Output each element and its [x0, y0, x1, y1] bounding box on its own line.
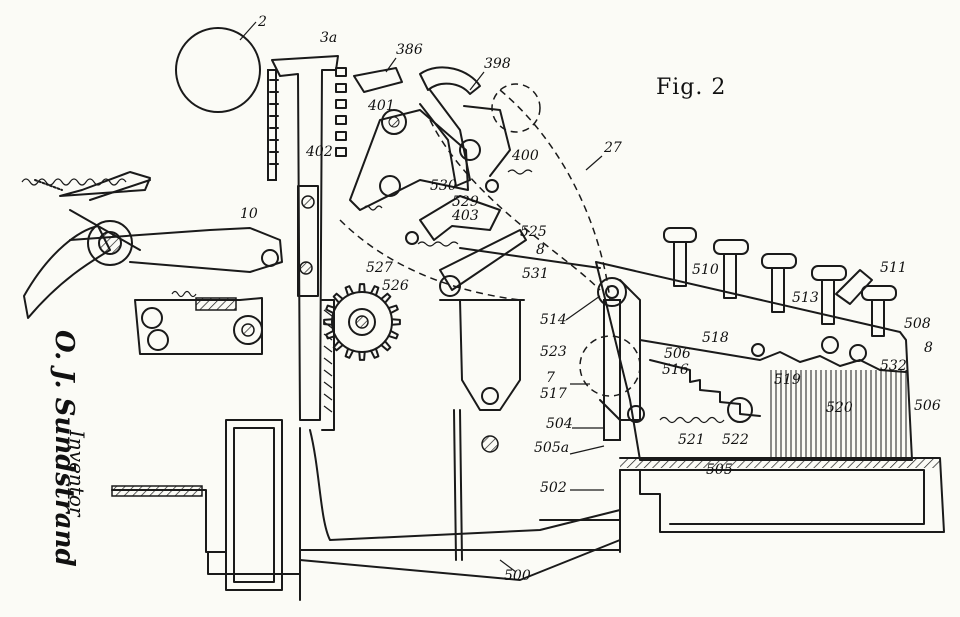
callout-8-right: 8 — [924, 340, 933, 356]
callout-529: 529 — [452, 194, 479, 210]
keytops — [663, 227, 897, 337]
callout-511: 511 — [880, 260, 907, 276]
gear-tooth — [380, 292, 392, 304]
callout-532: 532 — [880, 358, 907, 374]
inventor-block: Inventor — [65, 429, 89, 518]
left-block-mechanism — [134, 290, 263, 355]
leader-lines — [239, 21, 605, 573]
gear-tooth — [344, 285, 355, 297]
callout-518: 518 — [702, 330, 729, 346]
callout-402: 402 — [305, 144, 333, 160]
callout-502: 502 — [540, 480, 567, 496]
callout-27: 27 — [603, 140, 622, 156]
gear-tooth — [323, 318, 334, 326]
callout-10: 10 — [240, 206, 258, 222]
callout-513: 513 — [792, 290, 819, 306]
callout-401: 401 — [367, 98, 395, 114]
keybar-slots — [335, 67, 347, 157]
left-lever-assembly — [21, 171, 283, 319]
callout-527: 527 — [366, 260, 393, 276]
center-slide — [439, 299, 525, 561]
keyboard-base — [619, 457, 945, 553]
gear-tooth — [380, 340, 392, 352]
callout-398: 398 — [484, 56, 511, 72]
inventor-caption: Inventor — [65, 429, 89, 518]
figure-title: Fig. 2 — [656, 75, 726, 100]
callout-526: 526 — [382, 278, 409, 294]
gear-tooth — [390, 318, 401, 326]
gear — [323, 283, 401, 361]
inventor-signature: O. J. Sundstrand — [49, 330, 79, 567]
callout-520: 520 — [826, 400, 853, 416]
callout-517: 517 — [540, 386, 567, 402]
pawl-mechanism — [363, 195, 601, 297]
gear-tooth — [358, 283, 366, 294]
callout-3a: 3a — [320, 30, 337, 46]
callout-506-lower: 506 — [914, 398, 941, 414]
callout-519: 519 — [774, 372, 801, 388]
callout-386: 386 — [396, 42, 423, 58]
gear-tooth — [369, 347, 380, 359]
keyboard-housing — [579, 261, 913, 461]
gear-tooth — [387, 304, 399, 315]
gear-tooth — [332, 340, 344, 352]
callout-510: 510 — [692, 262, 719, 278]
callout-8-top: 8 — [536, 242, 545, 258]
swing-arm-path — [339, 89, 611, 301]
gear-tooth — [387, 329, 399, 340]
gear-tooth — [332, 292, 344, 304]
callout-2: 2 — [257, 14, 267, 30]
callout-504: 504 — [546, 416, 573, 432]
platen-circle — [175, 27, 261, 113]
callout-506-upper: 506 — [664, 346, 691, 362]
gear-tooth — [358, 350, 366, 361]
callout-7: 7 — [546, 370, 555, 386]
callout-514: 514 — [540, 312, 567, 328]
gear-tooth — [344, 347, 355, 359]
callout-530: 530 — [430, 178, 457, 194]
rack-teeth — [269, 79, 279, 165]
callout-531: 531 — [522, 266, 549, 282]
central-rack — [267, 55, 347, 431]
callout-516: 516 — [662, 362, 689, 378]
callout-523: 523 — [540, 344, 567, 360]
inventor-name: O. J. Sundstrand — [49, 330, 79, 567]
callout-500: 500 — [504, 568, 531, 584]
callout-525: 525 — [520, 224, 547, 240]
callout-505a: 505a — [534, 440, 569, 456]
gear-tooth — [325, 304, 337, 315]
upper-linkage — [349, 66, 541, 211]
callout-403: 403 — [451, 208, 479, 224]
callout-400: 400 — [511, 148, 539, 164]
callout-505: 505 — [706, 462, 733, 478]
machine-frame — [111, 419, 621, 601]
callout-508: 508 — [904, 316, 931, 332]
gear-tooth — [369, 285, 380, 297]
gear-tooth — [325, 329, 337, 340]
callout-521: 521 — [678, 432, 705, 448]
callout-labels: 2 3a 386 398 27 401 402 400 10 530 529 4… — [240, 14, 941, 584]
callout-522: 522 — [722, 432, 749, 448]
